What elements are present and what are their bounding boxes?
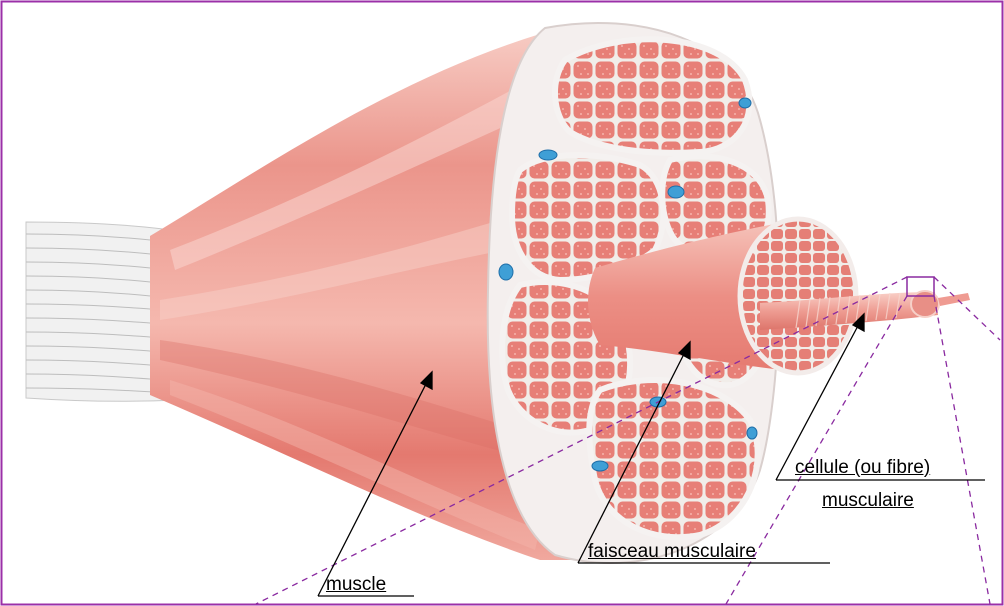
label-cellule-line2: musculaire	[822, 490, 914, 512]
label-cellule-line1: cellule (ou fibre)	[795, 457, 930, 479]
fascicle-lower-right	[589, 380, 757, 537]
label-muscle: muscle	[326, 574, 386, 596]
label-faisceau-musculaire: faisceau musculaire	[588, 541, 756, 563]
fascicle-top	[555, 39, 749, 152]
fascicle-section	[740, 219, 856, 373]
